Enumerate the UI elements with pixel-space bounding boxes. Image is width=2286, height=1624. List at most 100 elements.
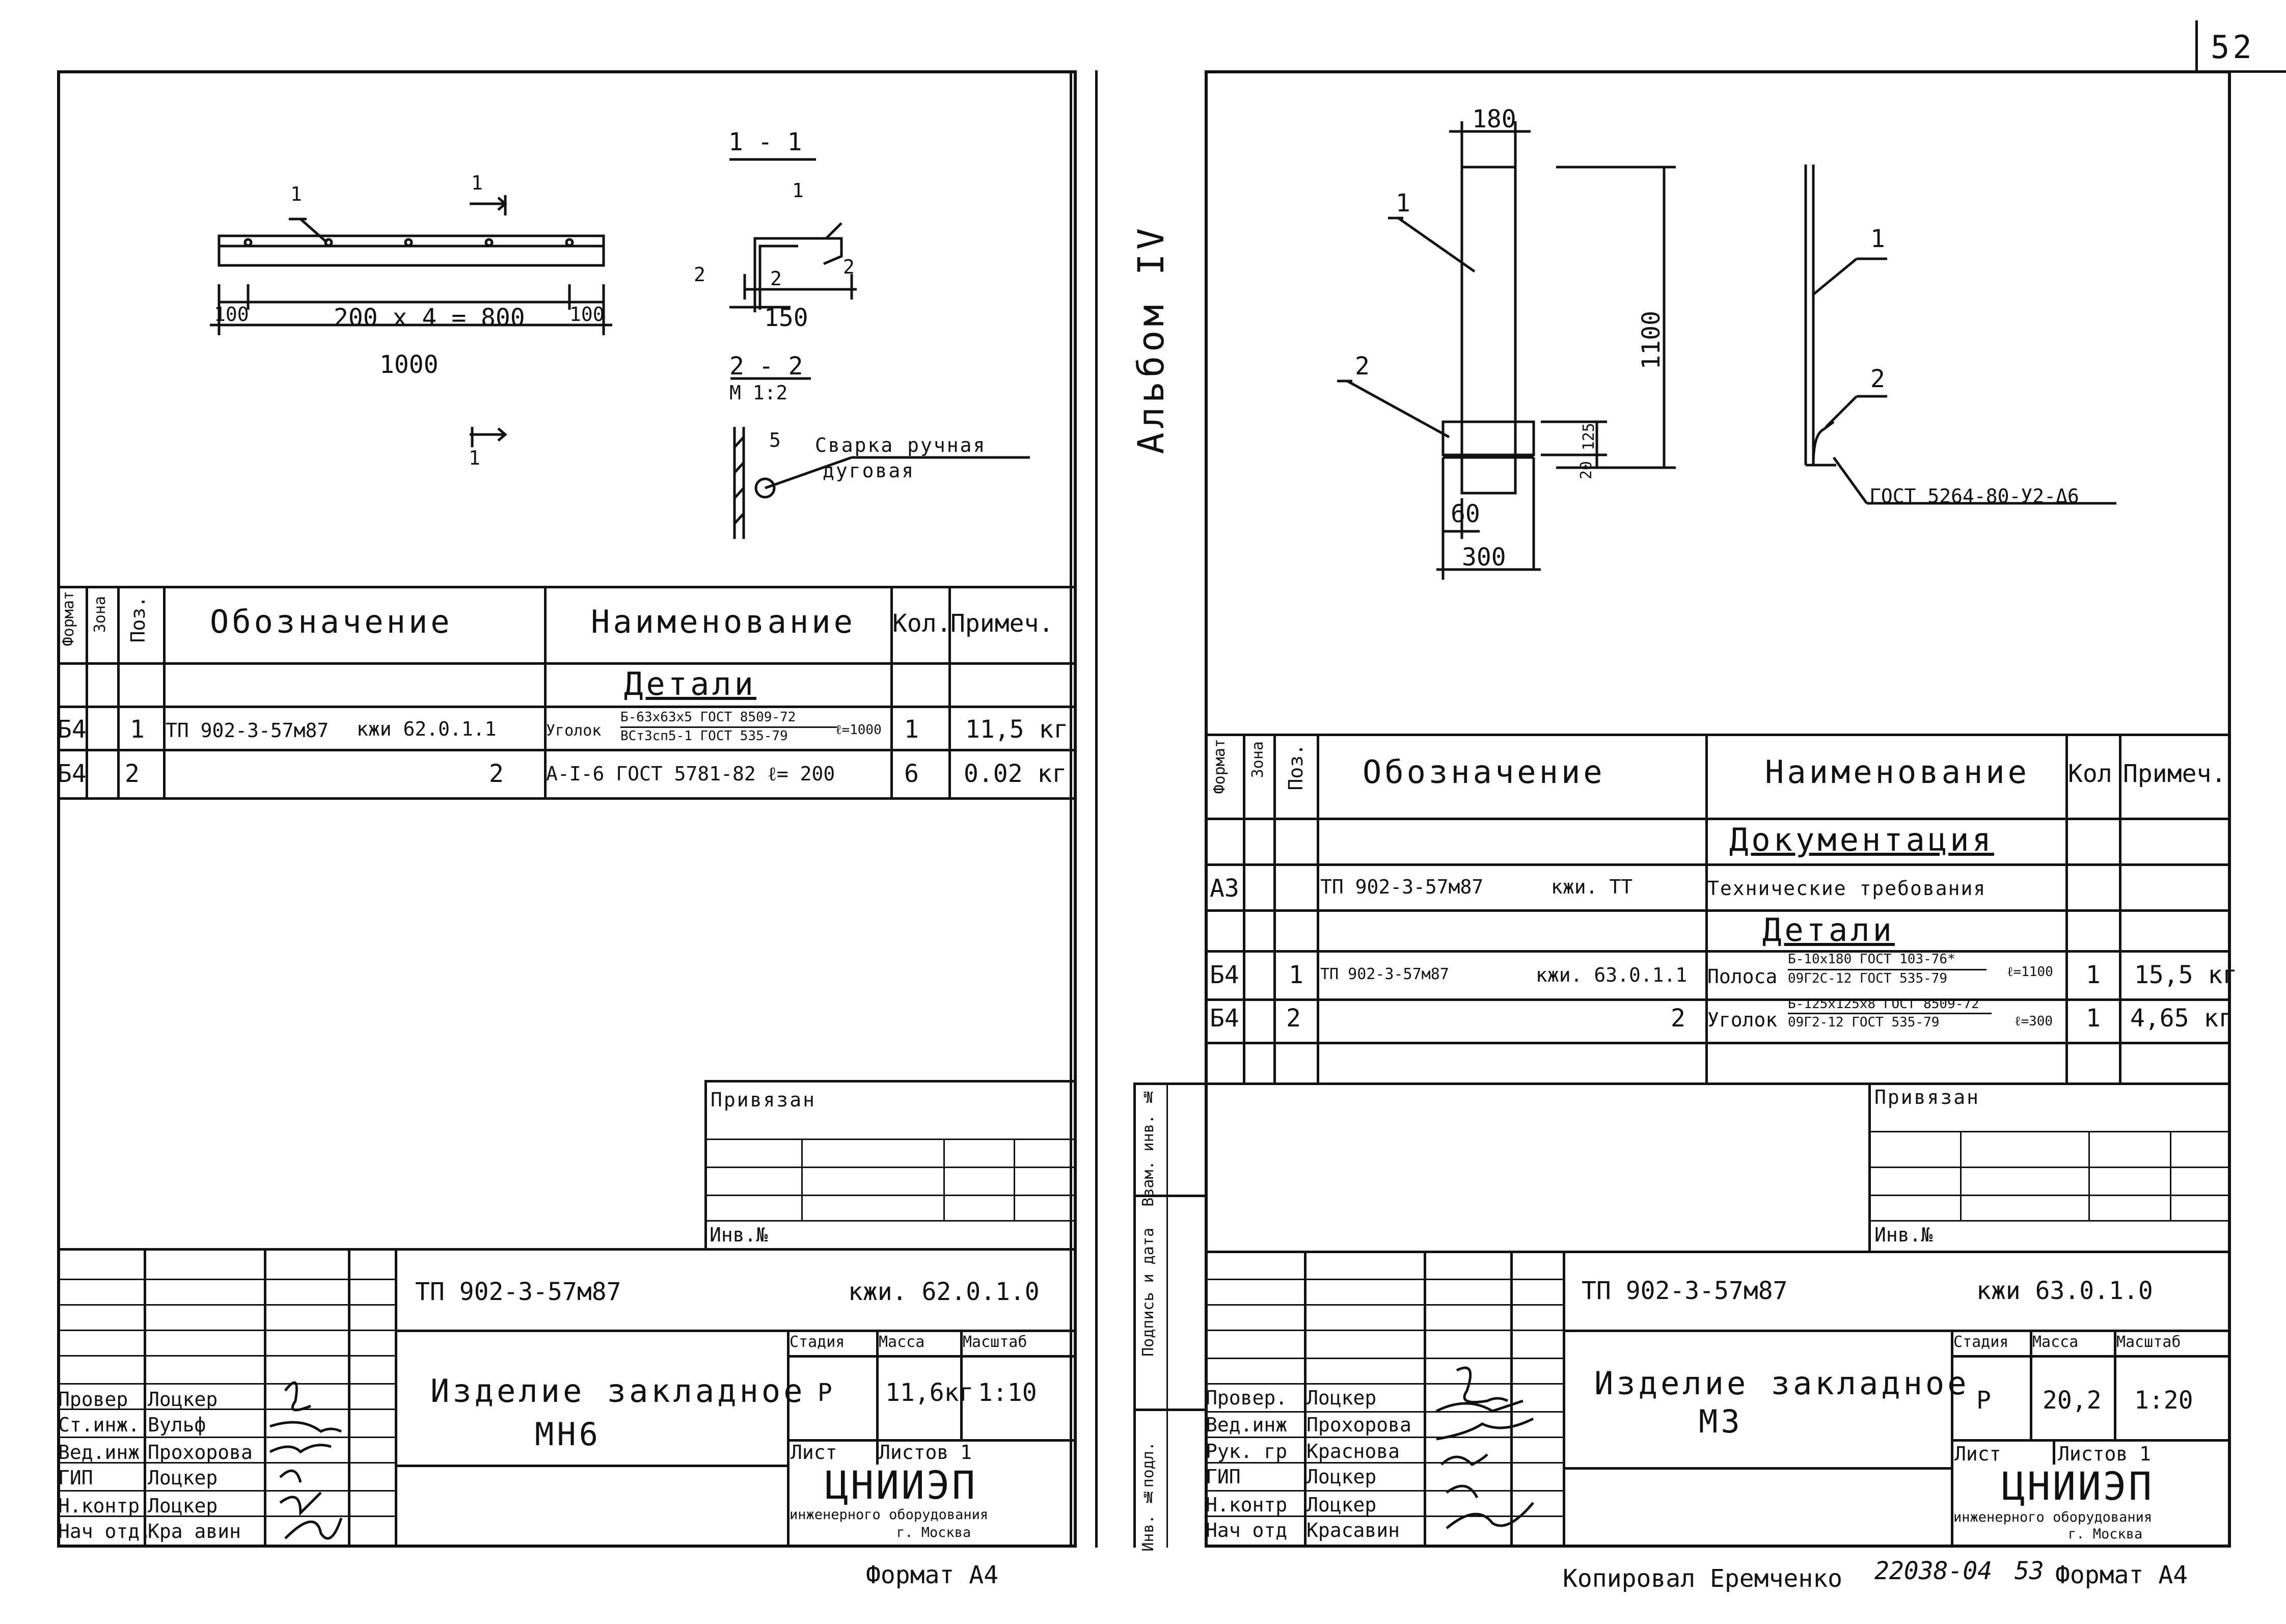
left-dim-200x4: 200 x 4 = 800 (334, 304, 525, 332)
right-row1-name-top: Б-10x180 ГОСТ 103-76* (1788, 952, 1955, 967)
right-row1-designation-code: кжи. 63.0.1.1 (1536, 964, 1688, 986)
right-doc-row-format: А3 (1210, 874, 1239, 903)
right-role-1: Провер. (1206, 1387, 1288, 1409)
left-role-3: Вед.инж (58, 1441, 140, 1464)
left-name-4: Лоцкер (148, 1467, 218, 1489)
right-name-4: Лоцкер (1307, 1466, 1377, 1488)
right-row2-name-prefix: Уголок (1707, 1009, 1778, 1031)
left-cut-marker-top: 1 (471, 172, 483, 194)
right-role-2: Вед.инж (1206, 1414, 1288, 1436)
left-row1-name-suffix: ℓ=1000 (835, 722, 882, 738)
right-side-pos-2: 2 (1870, 365, 1885, 393)
right-weld-note: ГОСТ 5264-80-У2-Δ6 (1869, 485, 2079, 507)
left-sheet-label: Лист (791, 1441, 837, 1464)
left-name-3: Прохорова (148, 1441, 253, 1464)
section-1-1-pos-2: 2 (843, 256, 855, 278)
left-name-2: Вульф (148, 1414, 206, 1436)
left-sheet-frame (57, 70, 1077, 1548)
left-row2-qty: 6 (904, 760, 919, 788)
right-plate-drawing (1337, 121, 2116, 580)
left-header-note: Примеч. (950, 609, 1054, 638)
right-role-5: Н.контр (1206, 1494, 1288, 1516)
right-pos-2-label: 2 (1355, 352, 1370, 381)
section-1-1-mark-T2: 2 (770, 267, 782, 290)
left-doc-code: кжи. 62.0.1.0 (848, 1278, 1040, 1306)
right-product-line2: М3 (1699, 1403, 1743, 1440)
side-stamp-vzam-inv: Взам. инв. № (1139, 1088, 1157, 1207)
right-sheet-frame (1205, 70, 2231, 1548)
right-mass-label: Масса (2032, 1333, 2079, 1351)
right-header-zone: Зона (1249, 741, 1267, 778)
right-inv-no: Инв.№ (1874, 1224, 1933, 1246)
left-org-line2: инженерного оборудования (790, 1507, 989, 1523)
right-dim-300: 300 (1462, 543, 1506, 572)
left-signatures (269, 1381, 343, 1540)
section-1-1-pos-1: 1 (792, 179, 804, 202)
left-scale-value: 1:10 (978, 1378, 1037, 1407)
right-doc-row-designation-code: кжи. ТТ (1551, 876, 1633, 898)
left-row1-name-top: Б-63x63x5 ГОСТ 8509-72 (620, 710, 796, 725)
section-1-1-mark-2T: 2 (694, 263, 705, 286)
right-stage-label: Стадия (1953, 1333, 2009, 1351)
right-signatures (1435, 1366, 1534, 1529)
right-header-designation: Обозначение (1363, 753, 1605, 791)
right-privyazan: Привязан (1874, 1086, 1980, 1108)
right-product-line1: Изделие закладное (1594, 1365, 1970, 1402)
right-header-name: Наименование (1765, 753, 2030, 791)
left-row2-pos: 2 (125, 760, 140, 788)
left-role-1: Провер (58, 1388, 128, 1411)
left-mass-value: 11,6кг (885, 1378, 974, 1407)
left-header-zone: Зона (91, 596, 109, 633)
right-role-6: Нач отд (1206, 1519, 1288, 1541)
right-doc-row-designation-doc: ТП 902-3-57м87 (1320, 876, 1484, 898)
left-sheets-label: Листов 1 (879, 1441, 972, 1464)
left-row1-note: 11,5 кг (965, 715, 1069, 744)
left-dim-100-right: 100 (569, 303, 605, 326)
right-pos-1-label: 1 (1396, 189, 1410, 218)
left-mass-label: Масса (879, 1333, 925, 1351)
left-inv-no: Инв.№ (710, 1224, 768, 1246)
weld-note-line1: Сварка ручная (815, 434, 987, 456)
left-row1-name-bottom: ВСт3сп5-1 ГОСТ 535-79 (620, 728, 788, 744)
left-row1-designation-doc: ТП 902-3-57м87 (166, 719, 329, 742)
album-label: Альбом IV (1130, 224, 1172, 454)
left-header-qty: Кол. (892, 609, 951, 638)
right-scale-value: 1:20 (2134, 1386, 2193, 1415)
left-dim-100-left: 100 (214, 303, 249, 326)
right-format-note: Формат А4 (2055, 1561, 2188, 1589)
right-row2-name-bottom: 09Г2-12 ГОСТ 535-79 (1788, 1015, 1940, 1030)
right-row2-name-top: Б-125x125x8 ГОСТ 8509-72 (1788, 996, 1979, 1012)
left-product-line2: МН6 (535, 1416, 601, 1453)
left-row1-name-prefix: Уголок (546, 722, 602, 740)
left-product-line1: Изделие закладное (430, 1372, 806, 1410)
right-row1-name-suffix: ℓ=1100 (2007, 964, 2053, 980)
right-header-pos: Поз. (1285, 744, 1307, 791)
left-stage-label: Стадия (790, 1333, 845, 1351)
right-row2-pos: 2 (1286, 1004, 1301, 1033)
right-row2-name-suffix: ℓ=300 (2015, 1014, 2053, 1029)
order-sheet: 53 (2015, 1557, 2044, 1585)
right-row1-name-prefix: Полоса (1707, 965, 1778, 988)
left-row1-pos: 1 (130, 715, 145, 744)
section-2-2-title: 2 - 2 (729, 352, 803, 381)
left-row2-designation-code: 2 (489, 760, 504, 788)
right-dim-180: 180 (1472, 105, 1516, 133)
right-name-6: Красавин (1307, 1519, 1400, 1541)
right-doc-row-name: Технические требования (1707, 877, 1986, 900)
left-format-note: Формат А4 (866, 1561, 999, 1589)
right-dim-1100: 1100 (1637, 311, 1666, 370)
right-header-qty: Кол (2068, 760, 2112, 788)
right-row1-pos: 1 (1289, 961, 1303, 989)
right-sheets-label: Листов 1 (2058, 1443, 2152, 1465)
left-dim-5: 5 (769, 429, 781, 451)
right-dim-125: 125 (1580, 423, 1598, 451)
section-1-1-title: 1 - 1 (728, 128, 802, 156)
right-dim-20: 20 (1577, 461, 1595, 480)
page-number: 52 (2211, 29, 2255, 66)
right-name-1: Лоцкер (1307, 1387, 1377, 1409)
right-row2-qty: 1 (2086, 1004, 2101, 1033)
left-plate-drawing (210, 158, 1030, 539)
left-name-5: Лоцкер (148, 1495, 218, 1517)
right-header-format: Формат (1211, 739, 1229, 794)
right-role-4: ГИП (1206, 1466, 1241, 1488)
